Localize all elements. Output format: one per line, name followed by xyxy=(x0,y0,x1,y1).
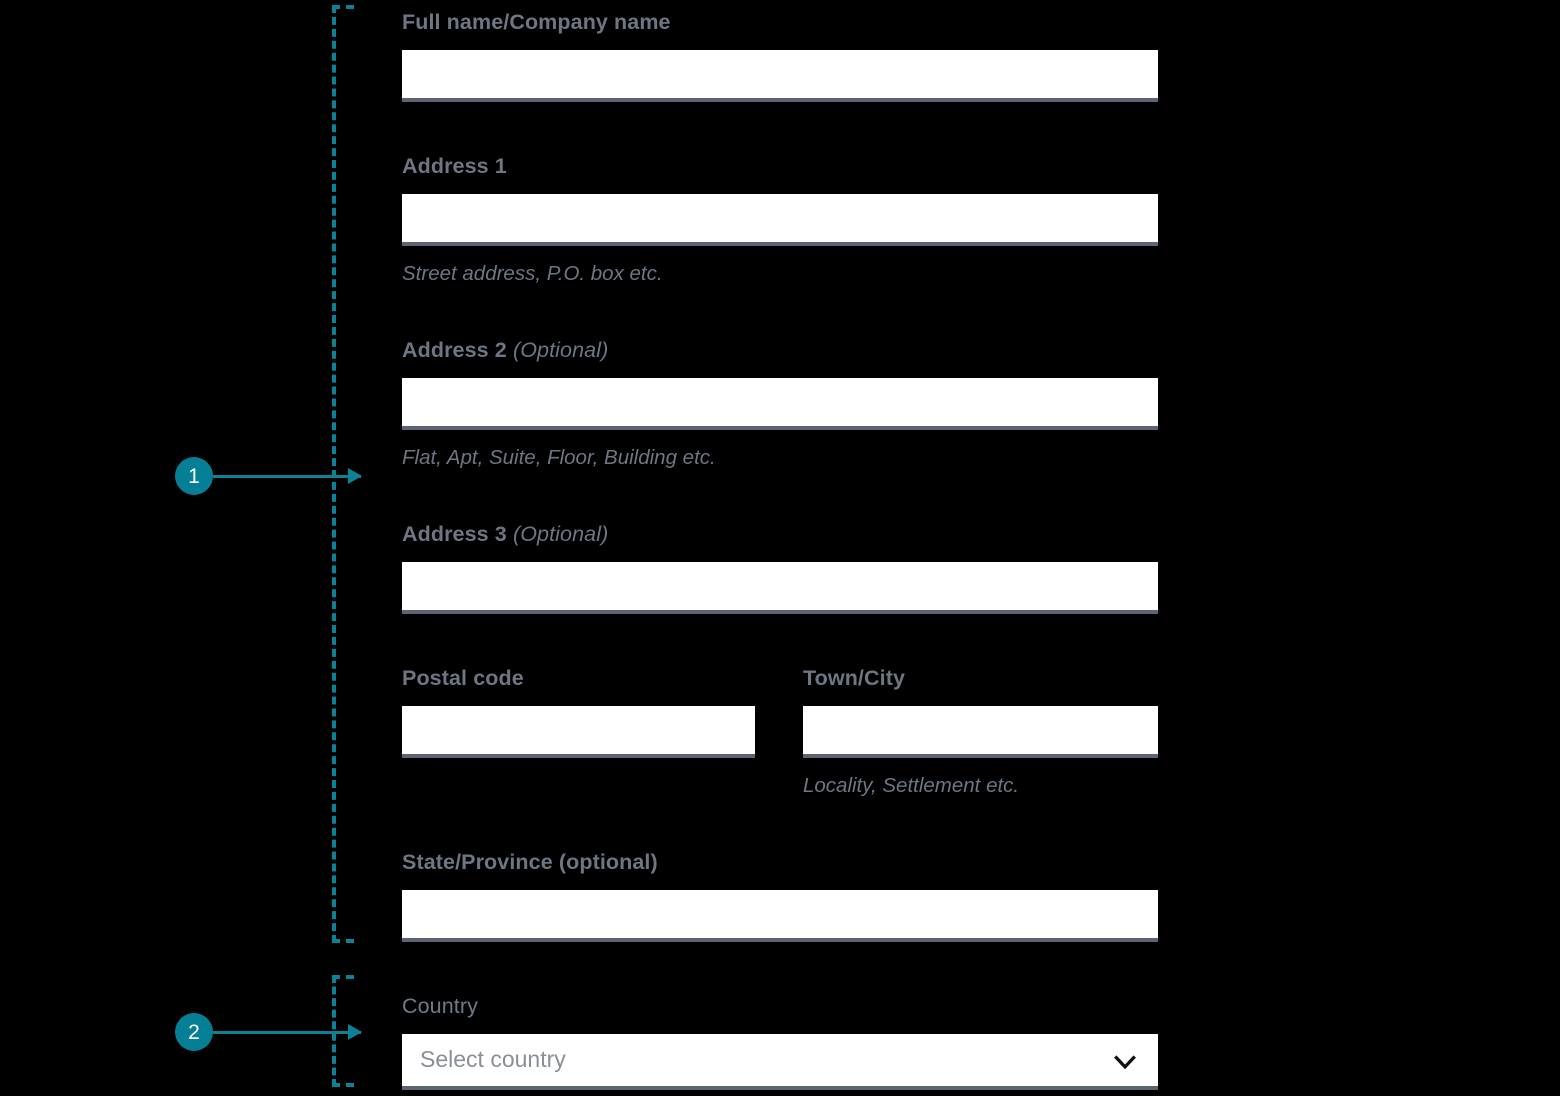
field-town-city: Town/City Locality, Settlement etc. xyxy=(803,666,1158,798)
input-address-2[interactable] xyxy=(402,377,1158,430)
input-postal-code[interactable] xyxy=(402,705,755,758)
label-address-1: Address 1 xyxy=(402,154,507,178)
field-address-2: Address 2 (Optional) Flat, Apt, Suite, F… xyxy=(402,338,1158,470)
hint-town-city: Locality, Settlement etc. xyxy=(803,773,1020,797)
field-address-3: Address 3 (Optional) xyxy=(402,522,1158,614)
input-address-3[interactable] xyxy=(402,561,1158,614)
chevron-down-icon[interactable] xyxy=(1112,1049,1138,1075)
label-state-province: State/Province (optional) xyxy=(402,850,658,874)
label-address-3: Address 3 (Optional) xyxy=(402,522,1158,548)
label-address-2-text: Address 2 xyxy=(402,338,507,362)
country-select-box[interactable]: Select country xyxy=(402,1033,1158,1090)
label-full-name: Full name/Company name xyxy=(402,10,671,34)
field-full-name: Full name/Company name xyxy=(402,10,1158,102)
callout-2[interactable]: 2 xyxy=(175,1013,361,1051)
field-postal-code: Postal code xyxy=(402,666,755,758)
input-state-province[interactable] xyxy=(402,889,1158,942)
hint-address-2: Flat, Apt, Suite, Floor, Building etc. xyxy=(402,445,716,469)
label-address-3-text: Address 3 xyxy=(402,522,507,546)
input-full-name[interactable] xyxy=(402,49,1158,102)
label-postal-code: Postal code xyxy=(402,666,524,690)
input-address-1[interactable] xyxy=(402,193,1158,246)
country-select-placeholder: Select country xyxy=(420,1046,566,1073)
label-address-2-optional: (Optional) xyxy=(512,338,609,362)
arrow-right-icon xyxy=(213,474,361,478)
arrow-right-icon xyxy=(213,1030,361,1034)
label-country: Country xyxy=(402,994,478,1018)
callout-1-badge: 1 xyxy=(175,457,213,495)
input-town-city[interactable] xyxy=(803,705,1158,758)
callout-1[interactable]: 1 xyxy=(175,457,361,495)
hint-address-1: Street address, P.O. box etc. xyxy=(402,261,663,285)
label-address-3-optional: (Optional) xyxy=(512,522,609,546)
country-select[interactable]: Select country xyxy=(402,1033,1158,1090)
label-town-city: Town/City xyxy=(803,666,906,690)
field-state-province: State/Province (optional) xyxy=(402,850,1158,942)
field-country: Country Select country xyxy=(402,994,1158,1090)
label-address-2: Address 2 (Optional) xyxy=(402,338,1158,364)
field-address-1: Address 1 Street address, P.O. box etc. xyxy=(402,154,1158,286)
callout-2-badge: 2 xyxy=(175,1013,213,1051)
